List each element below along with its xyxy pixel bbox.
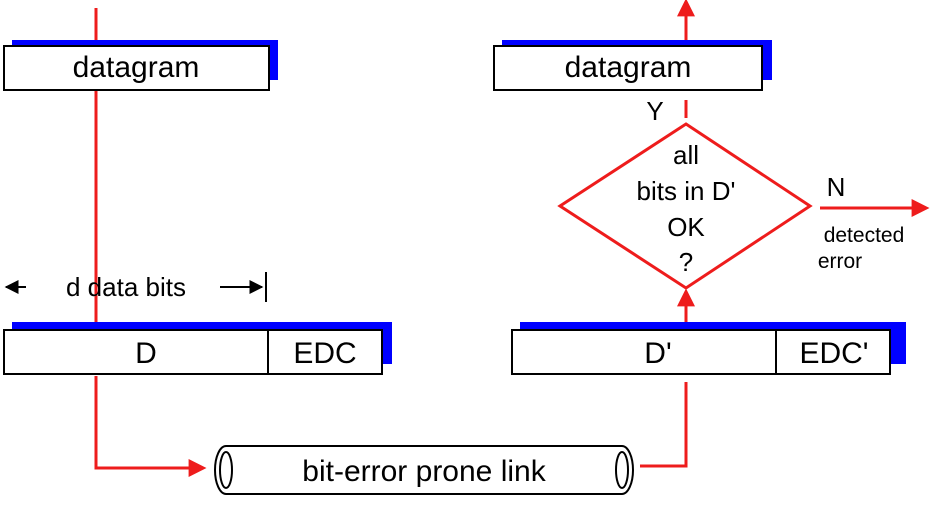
sender-data-field: D bbox=[135, 337, 157, 370]
decision-line-2: bits in D' bbox=[637, 176, 736, 206]
sender-frame: D EDC bbox=[3, 322, 392, 375]
sender-datagram-label: datagram bbox=[73, 51, 200, 84]
data-bits-annotation: d data bits bbox=[4, 272, 267, 302]
receiver-flow-line-bottom bbox=[640, 382, 688, 468]
sender-datagram-box: datagram bbox=[3, 40, 278, 91]
receiver-datagram-label: datagram bbox=[565, 51, 692, 84]
detected-error-line-2: error bbox=[818, 250, 862, 273]
no-label: N bbox=[827, 172, 846, 202]
decision-line-3: OK bbox=[667, 212, 705, 242]
bit-error-link: bit-error prone link bbox=[214, 445, 634, 495]
sender-flow-line-bottom bbox=[94, 376, 207, 477]
decision-line-4: ? bbox=[679, 247, 693, 277]
yes-label: Y bbox=[646, 96, 663, 126]
data-bits-label: d data bits bbox=[66, 272, 186, 302]
receiver-datagram-box: datagram bbox=[493, 40, 772, 91]
receiver-edc-field: EDC' bbox=[799, 337, 868, 370]
decision-diamond: all bits in D' OK ? bbox=[557, 122, 813, 290]
detected-error-line-1: detected bbox=[824, 224, 905, 247]
receiver-frame: D' EDC' bbox=[511, 322, 906, 375]
decision-line-1: all bbox=[673, 140, 699, 170]
sender-edc-field: EDC bbox=[293, 337, 356, 370]
receiver-data-field: D' bbox=[644, 337, 671, 370]
link-label: bit-error prone link bbox=[302, 455, 546, 488]
